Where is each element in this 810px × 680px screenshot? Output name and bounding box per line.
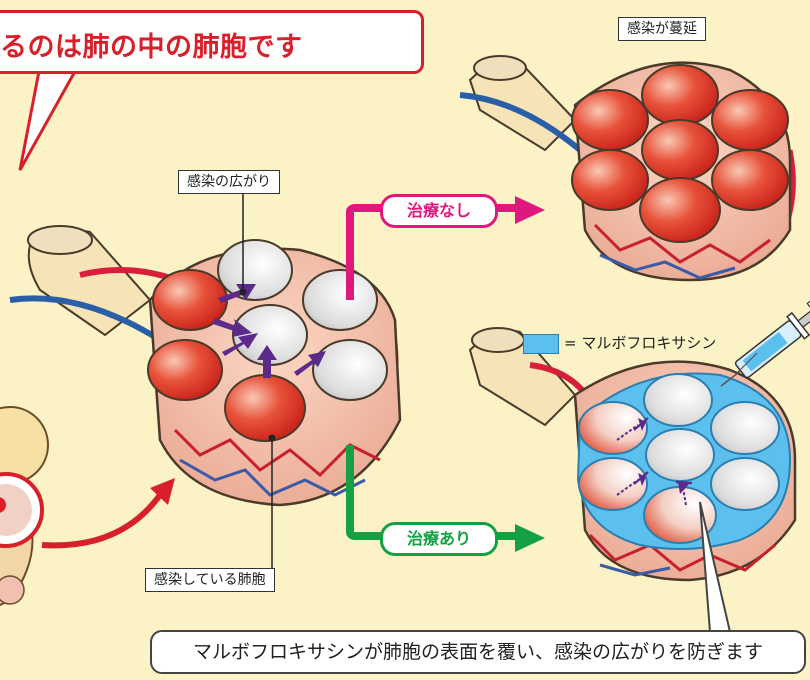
treatment-branch (346, 445, 515, 540)
no-treatment-branch (346, 204, 515, 300)
alveolus-cluster-treated (468, 327, 797, 582)
legend-swatch (523, 334, 559, 354)
patient-lung-thumbnail (0, 406, 49, 607)
no-treatment-arrowhead (515, 196, 545, 224)
treatment-arrowhead (515, 524, 545, 552)
title-banner (0, 10, 424, 74)
red-pointer-arrowhead (150, 478, 175, 505)
infection-spread-arrows (213, 284, 326, 378)
treatment-pill: 治療あり (380, 522, 498, 556)
infected-alveolus-label: 感染している肺胞 (145, 568, 275, 592)
alveolus-cluster-center (9, 225, 402, 507)
syringe-icon (720, 300, 810, 387)
legend-text: = マルボフロキサシン (564, 334, 717, 352)
caption: マルボフロキサシンが肺胞の表面を覆い、感染の広がりを防ぎます (150, 630, 806, 674)
spread-label: 感染の広がり (178, 170, 280, 194)
red-pointer-arrow (41, 493, 163, 549)
alveolus-cluster-infected (459, 55, 796, 282)
syringe-needle-line (737, 352, 758, 373)
infected-leader-dot (268, 434, 276, 442)
title-callout-tail (18, 64, 81, 171)
widespread-label: 感染が蔓延 (618, 17, 706, 41)
page-title: るのは肺の中の肺胞です (0, 32, 303, 63)
no-treatment-pill: 治療なし (380, 194, 498, 228)
spread-leader-dot (239, 288, 247, 296)
